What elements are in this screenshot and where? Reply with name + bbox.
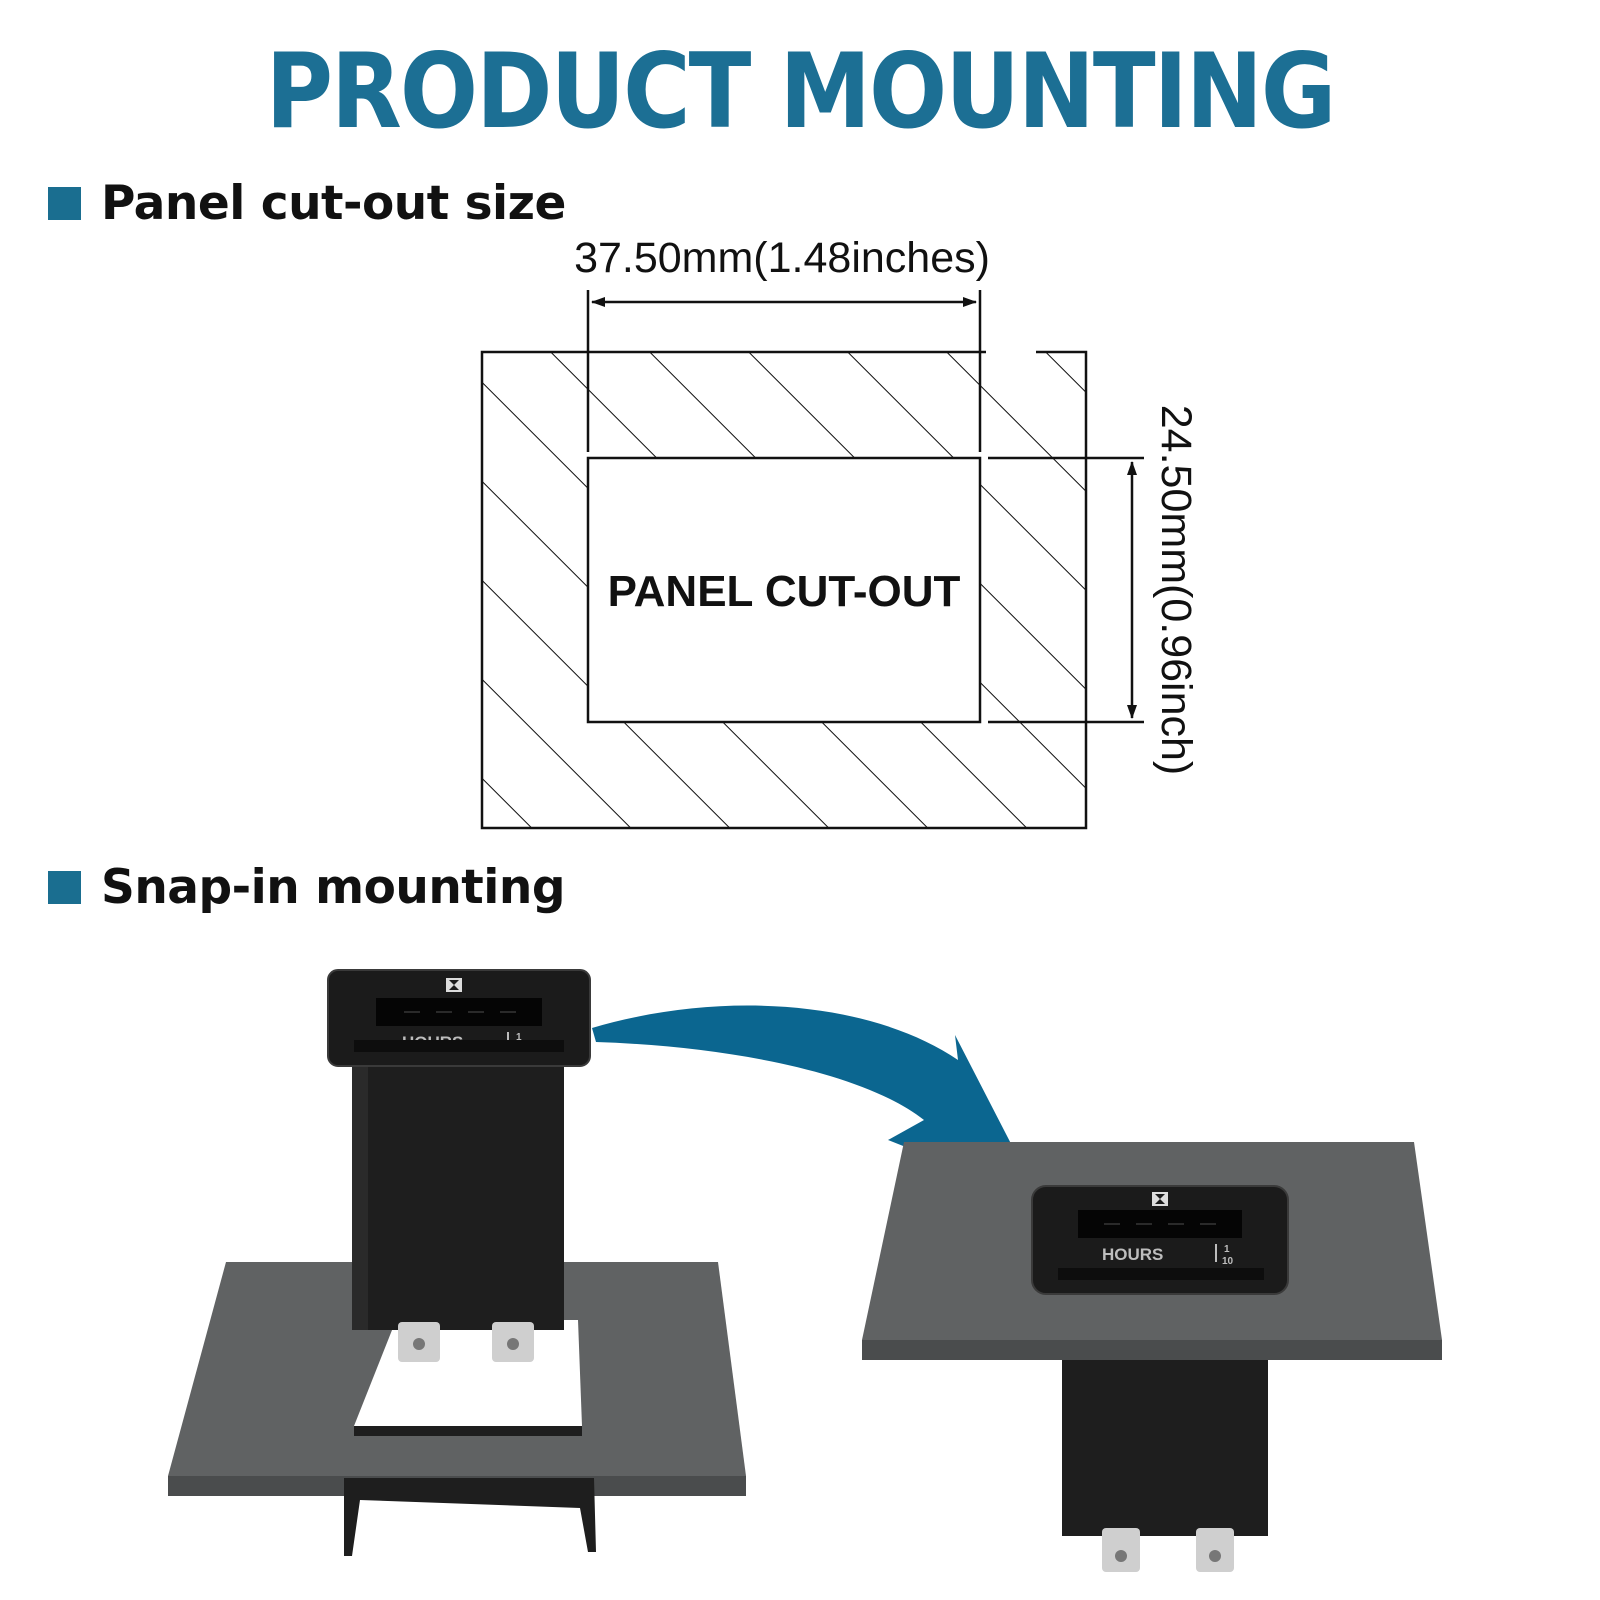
fraction-numerator: 1 xyxy=(516,1032,522,1043)
width-dimension-label: 37.50mm(1.48inches) xyxy=(574,234,990,282)
hours-label: HOURS xyxy=(1102,1245,1163,1264)
page-title: PRODUCT MOUNTING xyxy=(265,31,1337,152)
bullet-square-icon xyxy=(48,871,81,904)
fraction-denominator: 10 xyxy=(1222,1256,1234,1267)
section-heading-label: Snap-in mounting xyxy=(101,860,565,915)
section-heading-label: Panel cut-out size xyxy=(101,176,566,231)
height-dimension-label: 24.50mm(0.96inch) xyxy=(1152,405,1200,775)
cutout-label: PANEL CUT-OUT xyxy=(608,567,961,616)
cutout-opening xyxy=(586,456,982,724)
section-heading-snap: Snap-in mounting xyxy=(48,860,565,915)
fraction-numerator: 1 xyxy=(1224,1244,1230,1255)
section-heading-cutout: Panel cut-out size xyxy=(48,176,566,231)
bullet-square-icon xyxy=(48,187,81,220)
meter-body-left xyxy=(352,1060,564,1330)
meter-after-mounting: HOURS 1 10 xyxy=(862,1142,1442,1572)
meter-before-mounting: HOURS 1 10 xyxy=(168,969,746,1556)
meter-body-right xyxy=(1062,1336,1268,1536)
